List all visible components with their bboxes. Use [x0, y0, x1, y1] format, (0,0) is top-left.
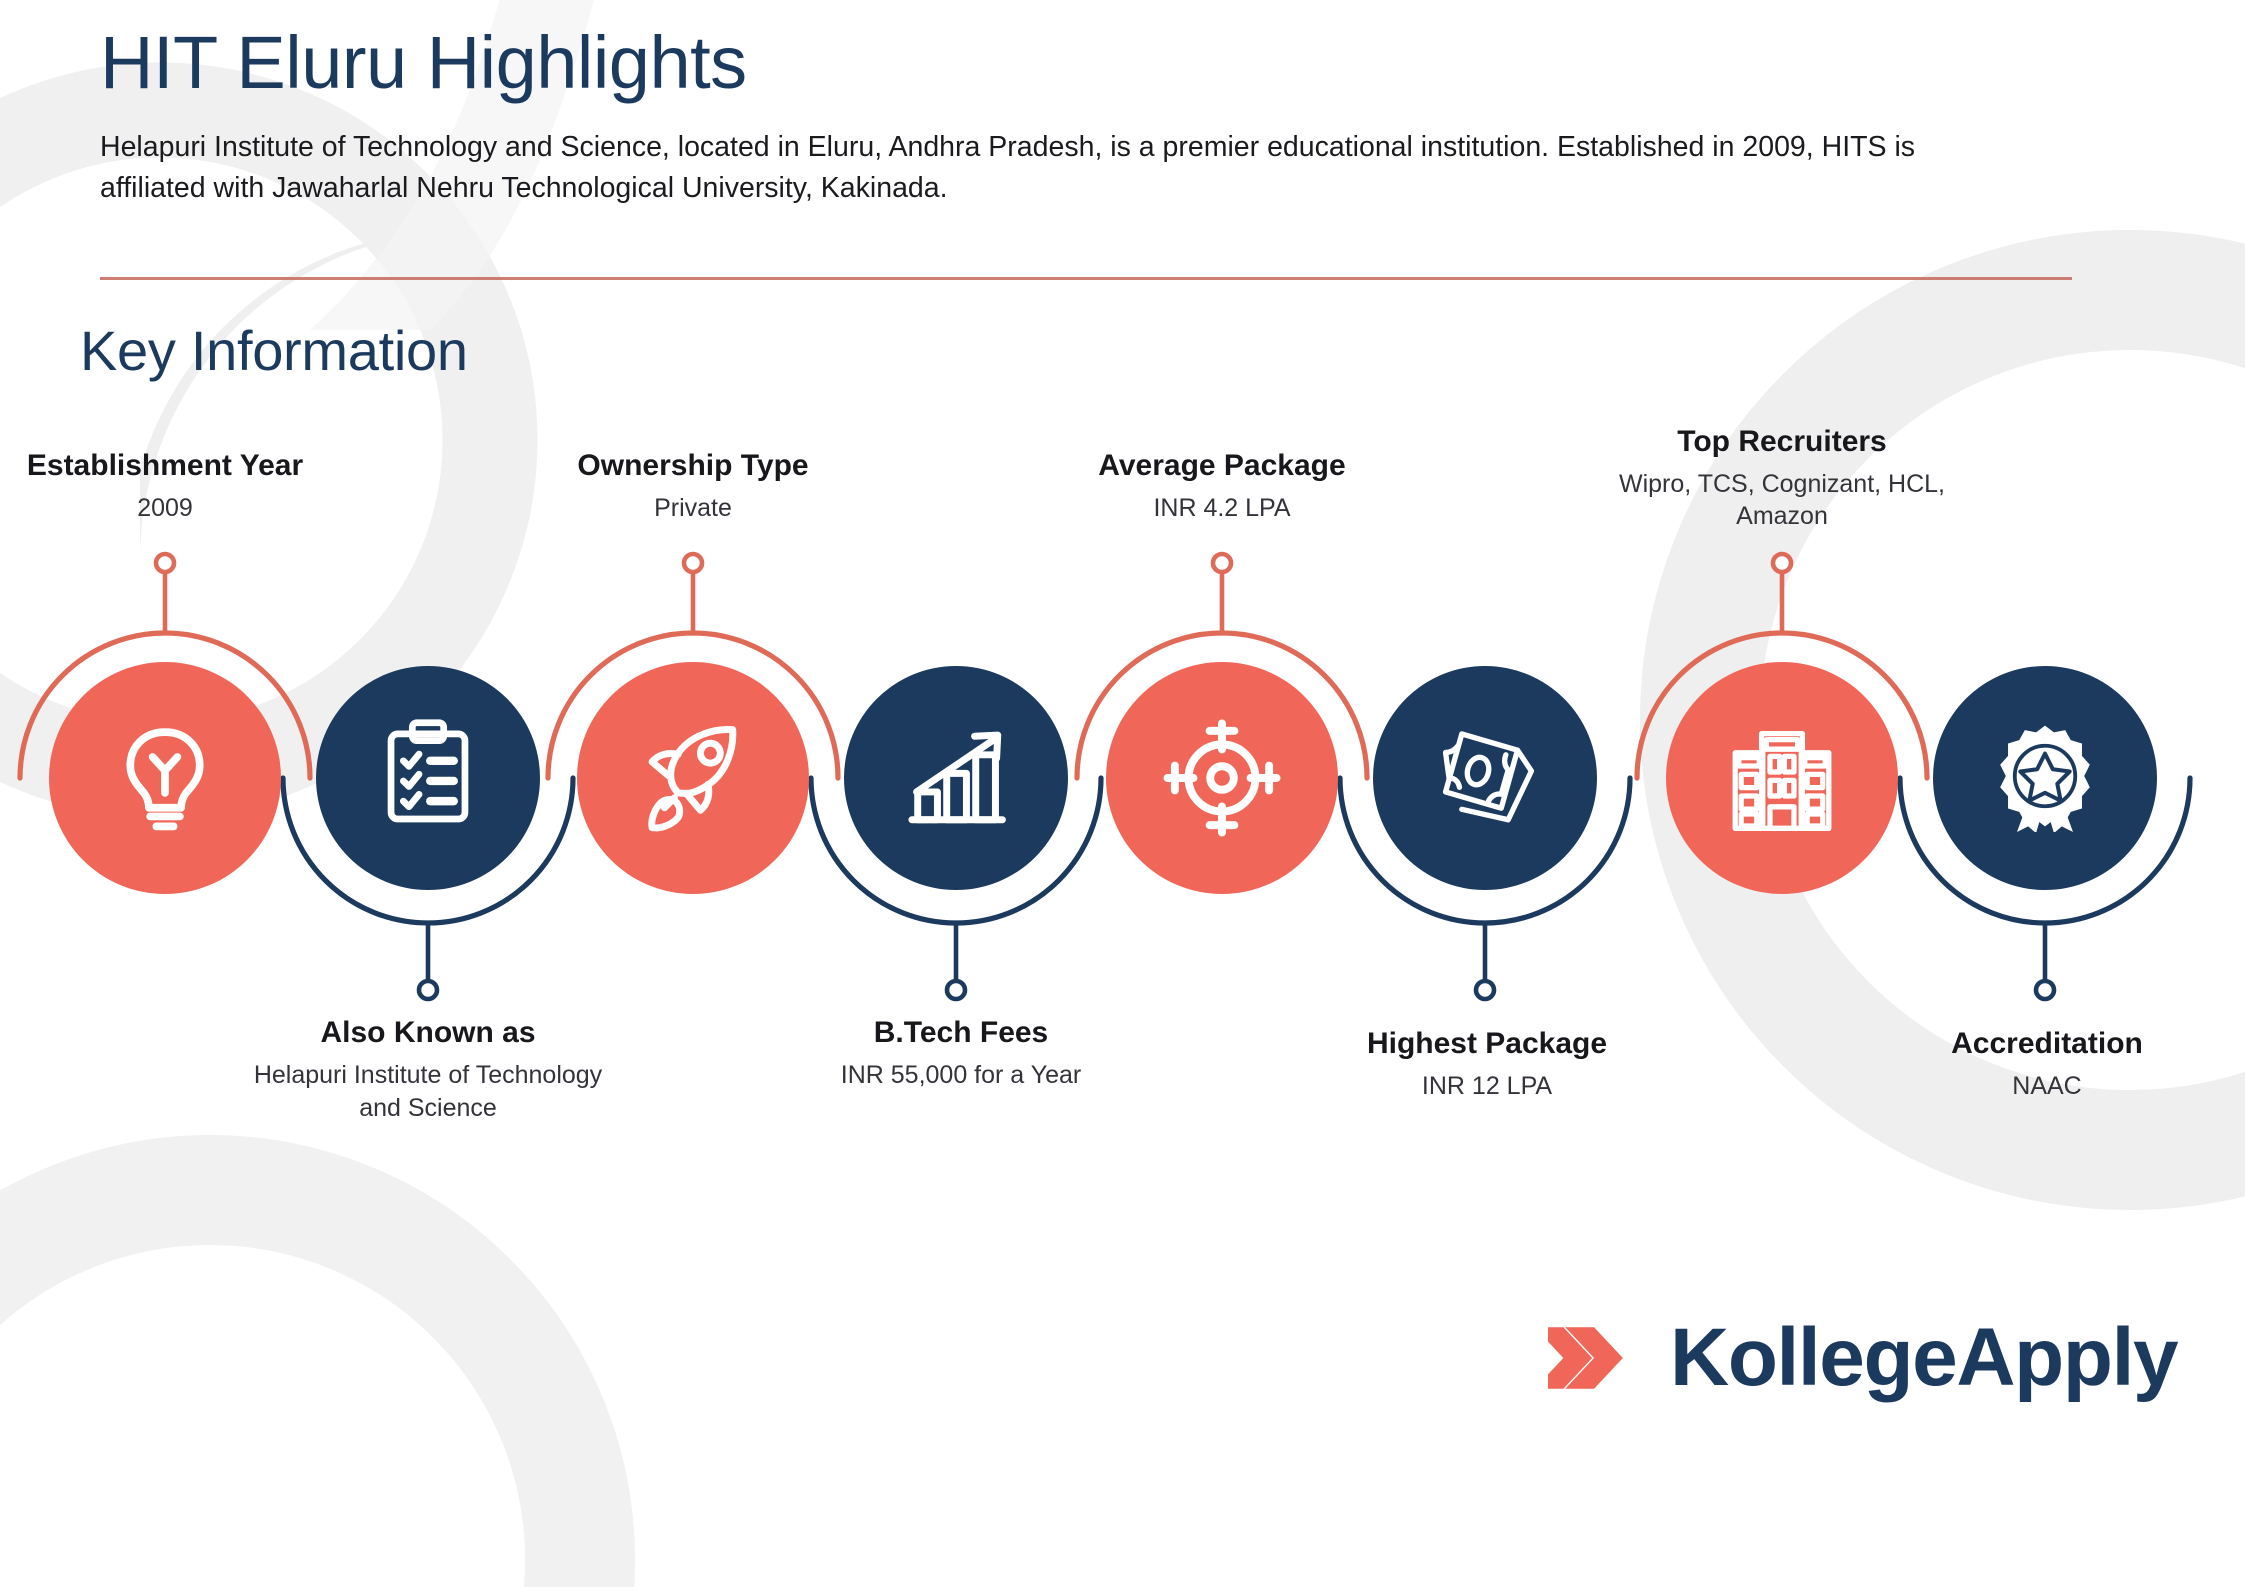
label-establishment-year: Establishment Year 2009	[0, 448, 355, 526]
label-value: Helapuri Institute of Technology and Sci…	[253, 1061, 603, 1123]
label-title: B.Tech Fees	[873, 1016, 1049, 1049]
label-top-recruiters: Top Recruiters Wipro, TCS, Cognizant, HC…	[1607, 424, 1957, 532]
label-title: Accreditation	[1951, 1027, 2143, 1060]
label-also-known-as: Also Known as Helapuri Institute of Tech…	[253, 1015, 603, 1125]
label-value: INR 4.2 LPA	[1153, 494, 1291, 523]
timeline-node-top-recruiters[interactable]	[1666, 662, 1898, 894]
kollegeapply-logo[interactable]: KollegeApply	[1548, 1310, 2179, 1406]
header: HIT Eluru Highlights Helapuri Institute …	[100, 20, 2100, 208]
header-divider	[100, 277, 2072, 280]
label-title: Establishment Year	[26, 449, 304, 482]
label-title: Also Known as	[320, 1016, 536, 1049]
page-subtitle: Helapuri Institute of Technology and Sci…	[100, 131, 1916, 204]
label-accreditation: Accreditation NAAC	[1872, 1026, 2222, 1104]
label-value: INR 55,000 for a Year	[840, 1061, 1082, 1090]
label-average-package: Average Package INR 4.2 LPA	[1037, 448, 1407, 526]
timeline-node-ownership-type[interactable]	[577, 662, 809, 894]
double-chevron-right-icon	[1548, 1310, 1644, 1406]
timeline-node-highest-package[interactable]	[1373, 666, 1597, 890]
section-title: Key Information	[80, 319, 468, 382]
timeline-node-establishment-year[interactable]	[49, 662, 281, 894]
label-btech-fees: B.Tech Fees INR 55,000 for a Year	[786, 1015, 1136, 1093]
label-ownership-type: Ownership Type Private	[508, 448, 878, 526]
label-value: INR 12 LPA	[1421, 1072, 1553, 1101]
label-value: Wipro, TCS, Cognizant, HCL, Amazon	[1618, 470, 1946, 531]
timeline-node-average-package[interactable]	[1106, 662, 1338, 894]
label-title: Average Package	[1098, 449, 1346, 482]
label-value: NAAC	[2012, 1072, 2082, 1101]
timeline-node-accreditation[interactable]	[1933, 666, 2157, 890]
label-title: Highest Package	[1366, 1027, 1608, 1060]
label-value: 2009	[137, 494, 193, 523]
label-highest-package: Highest Package INR 12 LPA	[1312, 1026, 1662, 1104]
timeline-node-btech-fees[interactable]	[844, 666, 1068, 890]
label-title: Top Recruiters	[1677, 425, 1887, 458]
label-title: Ownership Type	[577, 449, 809, 482]
timeline-node-also-known-as[interactable]	[316, 666, 540, 890]
label-value: Private	[654, 494, 732, 523]
logo-text: KollegeApply	[1670, 1312, 2179, 1403]
page-title: HIT Eluru Highlights	[100, 21, 747, 104]
